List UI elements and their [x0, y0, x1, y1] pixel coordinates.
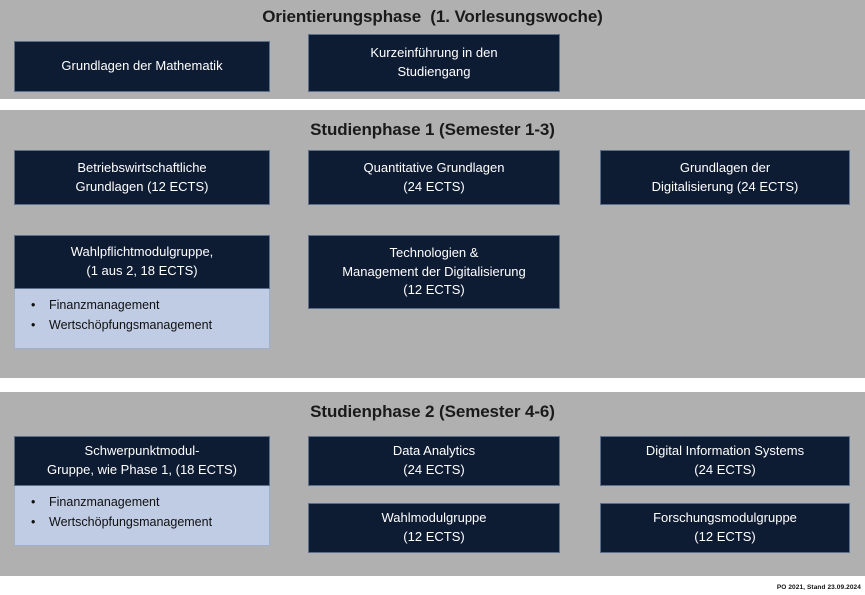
module-label: Technologien & Management der Digitalisi… — [342, 244, 526, 298]
bullet-item-label: Finanzmanagement — [49, 495, 160, 509]
phase-title-studienphase-1: Studienphase 1 (Semester 1-3) — [310, 120, 555, 139]
bullet-item-label: Wertschöpfungsmanagement — [49, 318, 213, 333]
bullet-item-label: Finanzmanagement — [49, 298, 160, 312]
bullet-list: • Finanzmanagement • Wertschöpfungsmanag… — [15, 492, 269, 533]
module-label: Wahlpflichtmodulgruppe, (1 aus 2, 18 ECT… — [70, 244, 214, 278]
bullet-dot-icon: • — [31, 515, 36, 530]
module-label: Forschungsmodulgruppe (12 ECTS) — [653, 510, 797, 544]
module-box-data-analytics[interactable]: Data Analytics (24 ECTS) — [308, 436, 560, 486]
module-box-betriebswirtschaftliche-grundlagen[interactable]: Betriebswirtschaftliche Grundlagen (12 E… — [14, 150, 270, 205]
module-label: Grundlagen der Mathematik — [61, 58, 223, 74]
bullet-panel-schwerpunkt-optionen: • Finanzmanagement • Wertschöpfungsmanag… — [14, 486, 270, 546]
bullet-dot-icon: • — [31, 495, 36, 509]
module-box-technologien-management-digitalisierung[interactable]: Technologien & Management der Digitalisi… — [308, 235, 560, 309]
module-label: Kurzeinführung in den Studiengang — [370, 45, 498, 79]
module-box-grundlagen-digitalisierung[interactable]: Grundlagen der Digitalisierung (24 ECTS) — [600, 150, 850, 205]
phase-panel-studienphase-2: Studienphase 2 (Semester 4-6) Schwerpunk… — [0, 392, 865, 576]
module-box-schwerpunktmodul-gruppe[interactable]: Schwerpunktmodul- Gruppe, wie Phase 1, (… — [14, 436, 270, 486]
module-label: Wahlmodulgruppe (12 ECTS) — [381, 510, 487, 544]
module-label: Quantitative Grundlagen (24 ECTS) — [363, 159, 505, 194]
bullet-item: • Wertschöpfungsmanagement — [15, 512, 269, 532]
module-box-wahlpflichtmodulgruppe[interactable]: Wahlpflichtmodulgruppe, (1 aus 2, 18 ECT… — [14, 235, 270, 289]
module-label: Schwerpunktmodul- Gruppe, wie Phase 1, (… — [46, 443, 238, 477]
bullet-panel-wahlpflicht-optionen: • Finanzmanagement • Wertschöpfungsmanag… — [14, 289, 270, 349]
bullet-dot-icon: • — [31, 298, 36, 312]
module-box-digital-information-systems[interactable]: Digital Information Systems (24 ECTS) — [600, 436, 850, 486]
module-box-forschungsmodulgruppe[interactable]: Forschungsmodulgruppe (12 ECTS) — [600, 503, 850, 553]
phase-panel-orientation: Orientierungsphase (1. Vorlesungswoche) … — [0, 0, 865, 99]
bullet-dot-icon: • — [31, 318, 36, 333]
module-box-wahlmodulgruppe[interactable]: Wahlmodulgruppe (12 ECTS) — [308, 503, 560, 553]
footer-version-note: PO 2021, Stand 23.09.2024 — [776, 584, 861, 591]
bullet-item: • Finanzmanagement — [15, 295, 269, 315]
module-label: Betriebswirtschaftliche Grundlagen (12 E… — [75, 159, 209, 194]
bullet-item: • Wertschöpfungsmanagement — [15, 315, 269, 335]
phase-title-orientation: Orientierungsphase (1. Vorlesungswoche) — [262, 7, 603, 26]
module-box-grundlagen-mathematik[interactable]: Grundlagen der Mathematik — [14, 41, 270, 92]
bullet-item-label: Wertschöpfungsmanagement — [49, 515, 213, 530]
phase-title-studienphase-2: Studienphase 2 (Semester 4-6) — [310, 402, 555, 421]
bullet-item: • Finanzmanagement — [15, 492, 269, 512]
module-label: Grundlagen der Digitalisierung (24 ECTS) — [651, 159, 799, 194]
module-label: Data Analytics (24 ECTS) — [392, 443, 476, 477]
module-box-kurzeinfuehrung-studiengang[interactable]: Kurzeinführung in den Studiengang — [308, 34, 560, 92]
phase-panel-studienphase-1: Studienphase 1 (Semester 1-3) Betriebswi… — [0, 110, 865, 378]
module-label: Digital Information Systems (24 ECTS) — [645, 443, 805, 477]
module-box-quantitative-grundlagen[interactable]: Quantitative Grundlagen (24 ECTS) — [308, 150, 560, 205]
bullet-list: • Finanzmanagement • Wertschöpfungsmanag… — [15, 295, 269, 336]
